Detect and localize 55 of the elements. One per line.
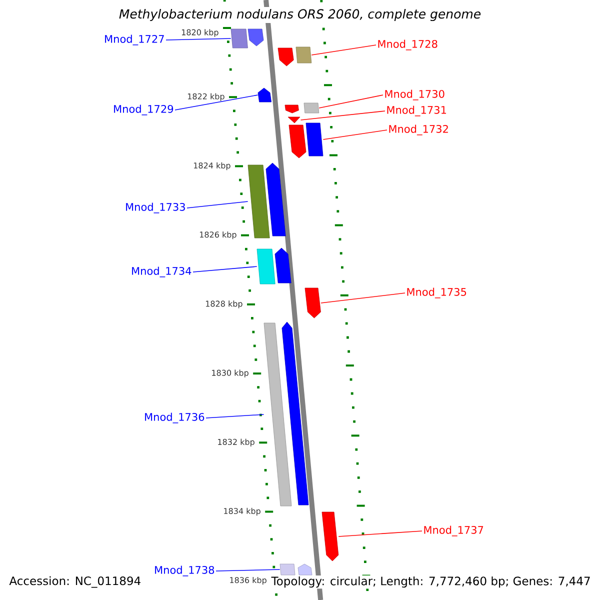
scale-label: 1822 kbp <box>188 93 224 101</box>
gene-block <box>256 248 276 284</box>
leader-line <box>186 201 248 208</box>
scale-label: 1824 kbp <box>194 162 230 170</box>
gene-label: Mnod_1733 <box>126 202 185 214</box>
gene-label: Mnod_1735 <box>407 288 466 298</box>
scale-label: 1830 kbp <box>212 370 248 378</box>
gene-label: Mnod_1732 <box>389 124 448 136</box>
gene-label: Mnod_1727 <box>105 34 164 46</box>
scale-label: 1836 kbp <box>230 576 266 585</box>
scale-label: 1828 kbp <box>206 300 242 308</box>
leader-line <box>318 94 384 108</box>
gene-block <box>230 28 248 48</box>
leader-line <box>174 94 258 110</box>
gene-label: Mnod_1729 <box>114 104 174 116</box>
leader-line <box>320 292 406 304</box>
scale-label: 1826 kbp <box>200 231 236 240</box>
gene-label: Mnod_1731 <box>387 106 446 116</box>
gene-block <box>322 512 339 562</box>
gene-label: Mnod_1730 <box>385 90 444 100</box>
gene-label: Mnod_1734 <box>132 266 192 278</box>
leader-line <box>166 38 232 40</box>
scale-label: 1832 kbp <box>218 438 254 446</box>
footer-text: Accession: NC_011894 <box>8 575 142 589</box>
gene-label: Mnod_1736 <box>145 412 204 424</box>
gene-block <box>282 322 309 506</box>
footer-text: Topology: circular; Length: 7,772,460 bp; Genes: 7,447 <box>270 575 592 589</box>
leader-line <box>192 266 258 272</box>
gene-block <box>274 248 292 284</box>
gene-block <box>304 288 321 318</box>
gene-block <box>280 564 296 576</box>
gene-block <box>306 122 324 156</box>
gene-block <box>258 88 272 102</box>
gene-block <box>278 48 294 66</box>
scale-label: 1820 kbp <box>182 29 218 37</box>
gene-label: Mnod_1738 <box>155 566 214 576</box>
gene-block <box>248 28 264 46</box>
gene-block <box>288 116 300 124</box>
gene-block <box>304 102 320 114</box>
gene-label: Mnod_1737 <box>424 526 484 536</box>
gene-block <box>284 104 299 114</box>
title: Methylobacterium nodulans ORS 2060, complete genome <box>116 6 484 24</box>
gene-block <box>264 322 292 506</box>
leader-line <box>311 44 376 56</box>
leader-line <box>322 130 388 140</box>
leader-line <box>206 414 264 418</box>
leader-line <box>300 110 386 120</box>
leader-line <box>338 530 422 537</box>
gene-block <box>296 46 312 64</box>
gene-block <box>298 564 312 576</box>
gene-block <box>266 162 286 236</box>
gene-label: Mnod_1728 <box>378 40 438 50</box>
gene-block <box>248 164 270 238</box>
scale-label: 1834 kbp <box>224 508 260 516</box>
leader-line <box>216 569 280 572</box>
